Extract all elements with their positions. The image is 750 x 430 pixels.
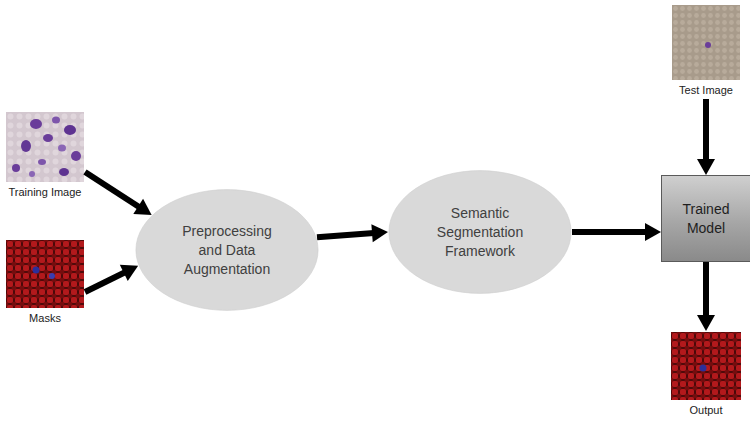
image-area — [671, 332, 741, 400]
text-wrap: Semantic Segmentation Framework — [428, 204, 532, 261]
flow-arrow — [317, 224, 388, 242]
flow-arrow — [697, 99, 715, 175]
text-wrap: Preprocessing and Data Augmentation — [175, 222, 279, 279]
image-thumbnail: Output — [671, 332, 741, 417]
arrow-head — [645, 223, 661, 241]
flow-arrow — [572, 223, 661, 241]
arrow-head — [697, 315, 715, 331]
test-image — [672, 5, 740, 80]
output-image — [671, 332, 741, 400]
image-label: Masks — [6, 311, 84, 325]
flow-arrow — [697, 262, 715, 331]
text-wrap: Trained Model — [673, 200, 739, 238]
arrow-shaft — [572, 229, 647, 235]
arrow-shaft — [703, 99, 709, 161]
arrow-head — [697, 159, 715, 175]
node-label: Trained Model — [673, 200, 739, 238]
image-label: Output — [671, 403, 741, 417]
image-area — [6, 112, 84, 182]
arrow-shaft — [85, 172, 140, 207]
arrow-head — [133, 199, 151, 215]
node-label: Semantic Segmentation Framework — [428, 204, 532, 261]
arrow-shaft — [703, 262, 709, 317]
process-ellipse: Semantic Segmentation Framework — [388, 170, 572, 294]
arrow-shaft — [317, 233, 374, 237]
image-label: Test Image — [672, 83, 740, 97]
arrow-head — [371, 224, 388, 242]
flow-arrow — [85, 172, 152, 215]
image-area — [6, 240, 84, 308]
mask-image — [6, 240, 84, 308]
process-ellipse: Preprocessing and Data Augmentation — [135, 189, 319, 311]
arrow-shaft — [85, 272, 126, 292]
image-thumbnail: Masks — [6, 240, 84, 325]
training-image — [6, 112, 84, 182]
flow-arrow — [85, 265, 138, 292]
arrow-head — [120, 265, 138, 281]
image-label: Training Image — [6, 185, 84, 199]
image-area — [672, 5, 740, 80]
image-thumbnail: Test Image — [672, 5, 740, 97]
node-label: Preprocessing and Data Augmentation — [175, 222, 279, 279]
model-box: Trained Model — [661, 175, 750, 262]
image-thumbnail: Training Image — [6, 112, 84, 199]
